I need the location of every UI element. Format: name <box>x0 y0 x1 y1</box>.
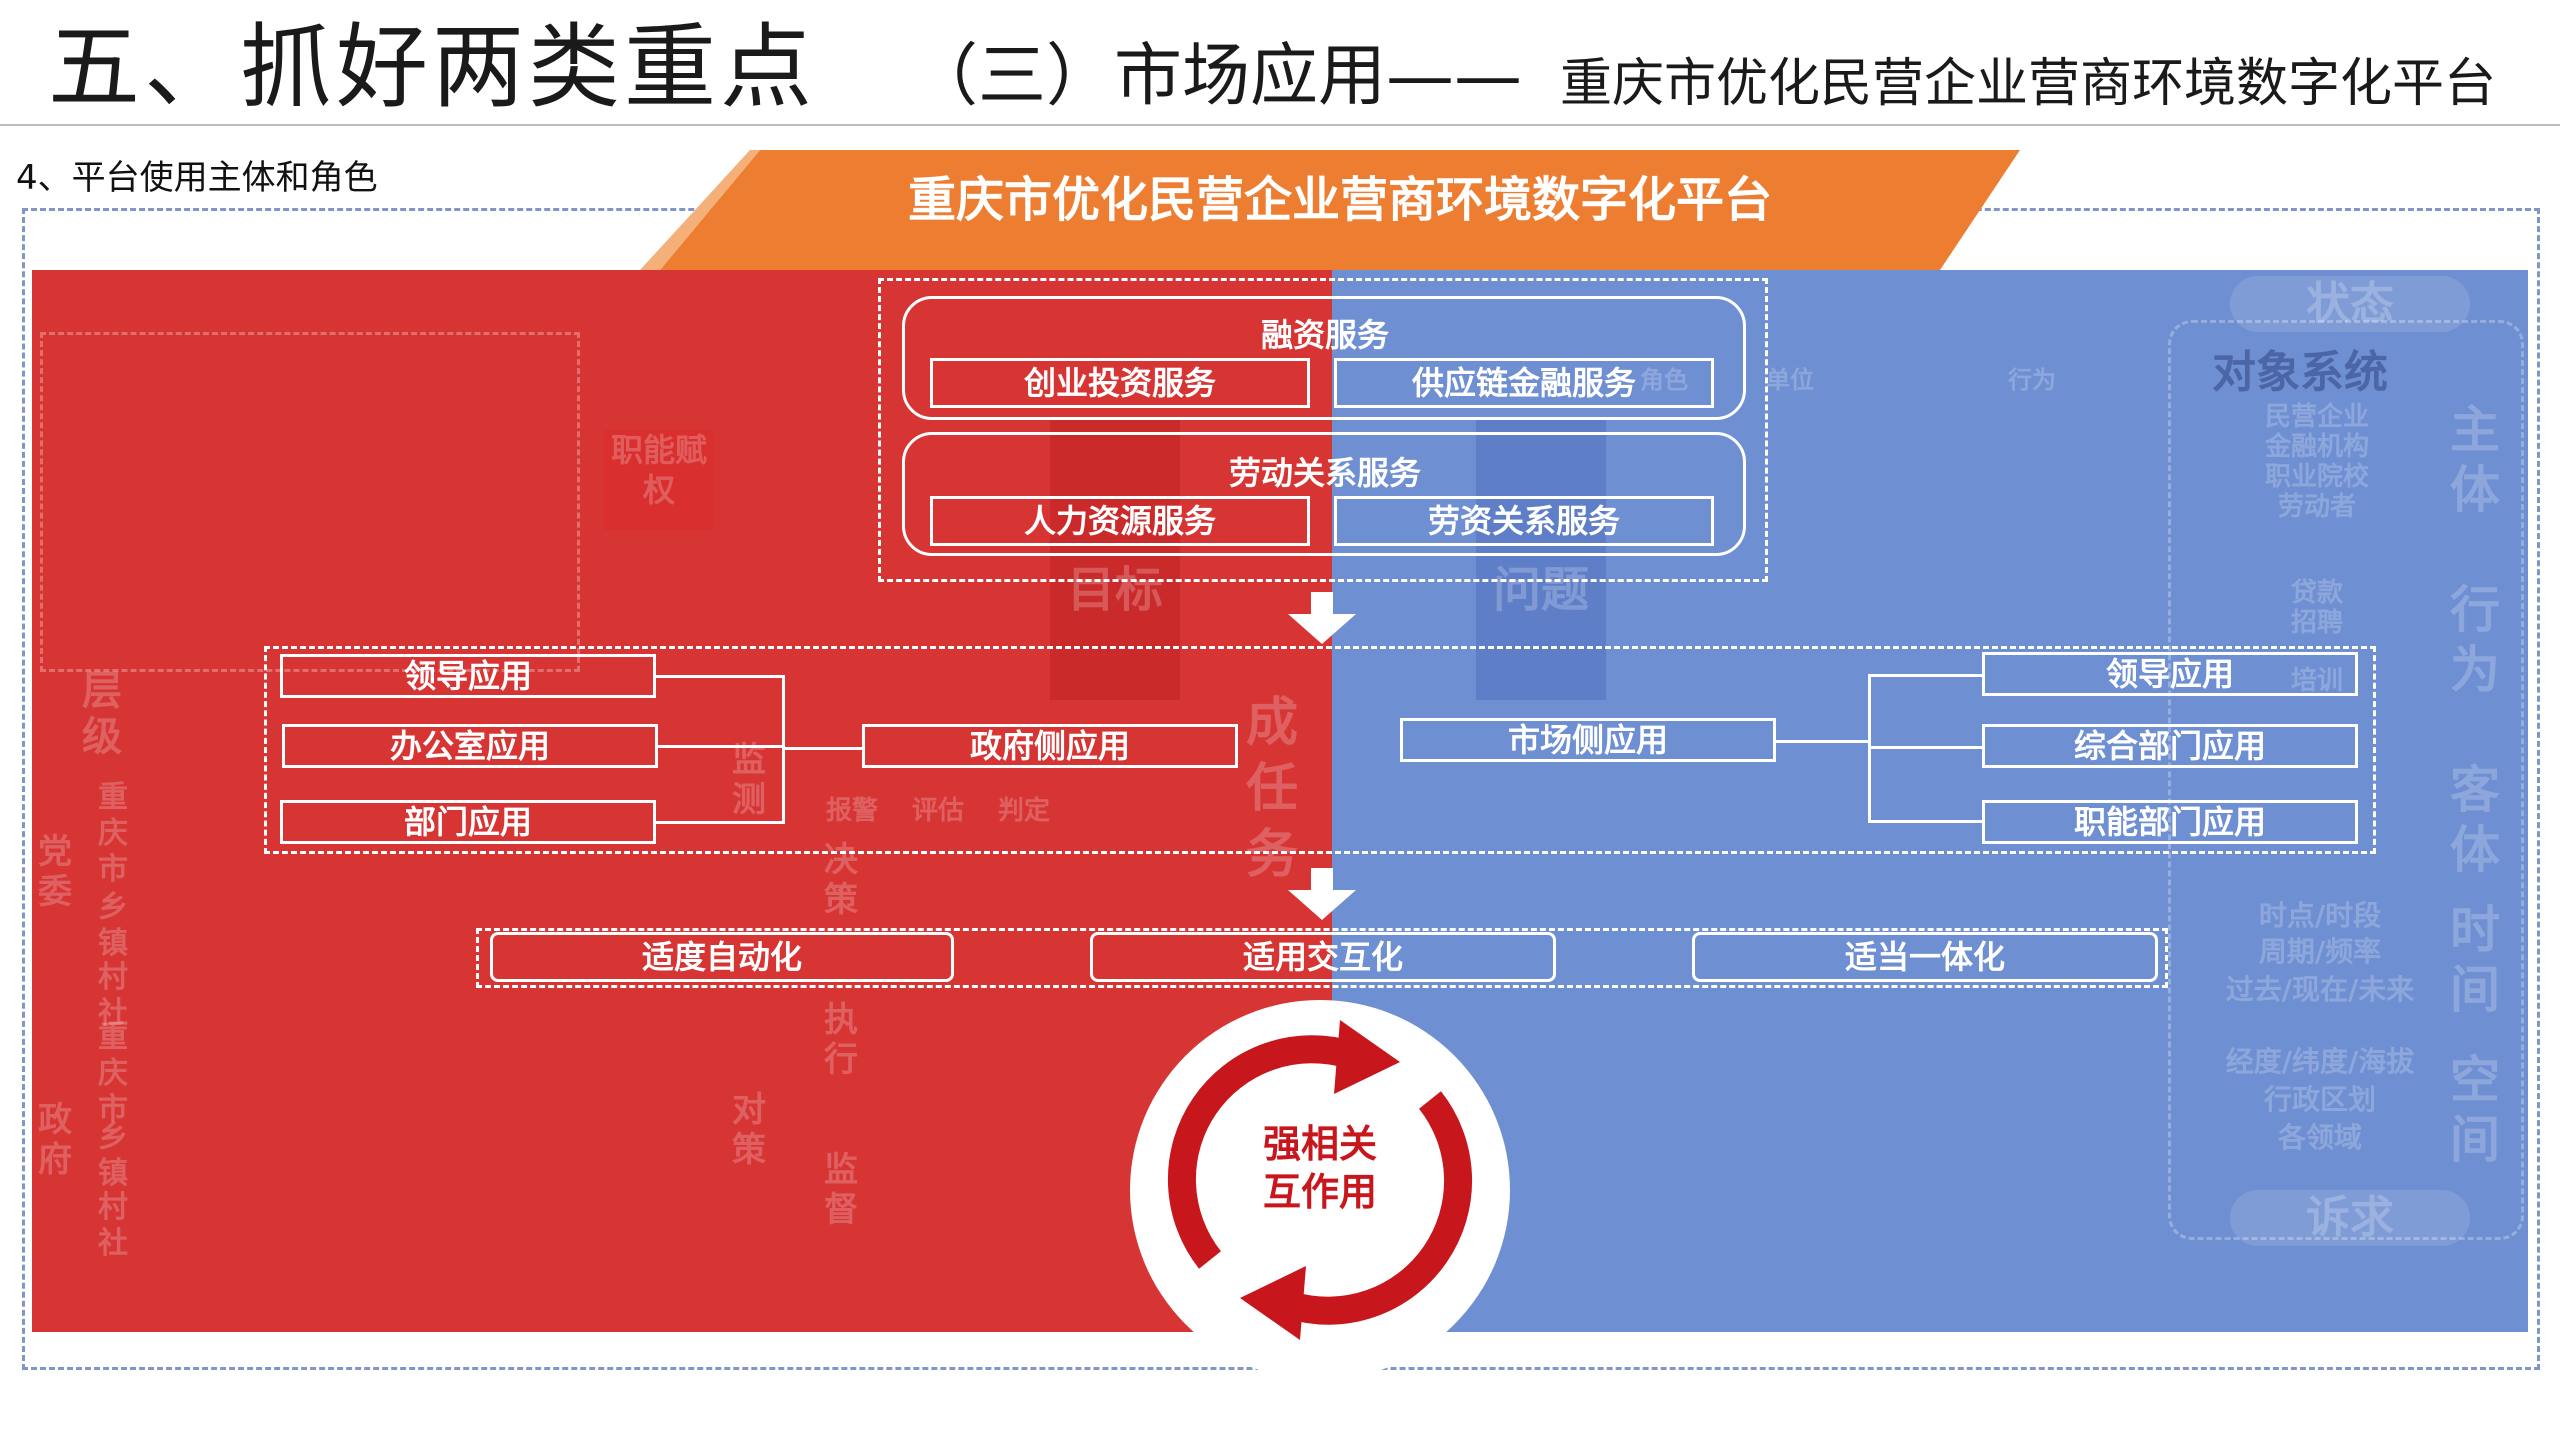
government-zone <box>32 270 1332 1332</box>
labor-service-group <box>902 432 1746 556</box>
faint-town-label-2: 乡镇 <box>98 1120 128 1191</box>
banner-shade-left <box>640 150 760 270</box>
faint-behavior-0: 贷款 <box>2290 578 2343 608</box>
cycle-arc-left <box>1167 1035 1355 1269</box>
strong-correlation-label: 强相关 互作用 <box>1262 1122 1377 1214</box>
finance-service-group <box>902 296 1746 420</box>
connector-line <box>1868 746 1982 749</box>
platform-banner <box>640 150 2020 270</box>
page-title: 五、抓好两类重点 <box>48 14 817 121</box>
cycle-arrowhead-bottom <box>1240 1266 1306 1340</box>
gov-office-app[interactable]: 办公室应用 <box>282 724 658 768</box>
faint-side-object: 客体 <box>2450 761 2500 879</box>
faint-judge: 判定 <box>998 796 1051 826</box>
labor-relations-service[interactable]: 劳资关系服务 <box>1334 496 1714 546</box>
faint-time-0: 时点/时段 <box>2258 899 2382 932</box>
supply-chain-finance-service[interactable]: 供应链金融服务 <box>1334 358 1714 408</box>
connector-line <box>782 747 862 750</box>
faint-city-label-2: 重庆市 <box>98 1020 128 1127</box>
cycle-arrowhead-top <box>1334 1020 1400 1094</box>
faint-side-subject: 主体 <box>2450 401 2500 519</box>
connector-line <box>656 821 784 824</box>
labor-service-label: 劳动关系服务 <box>1228 454 1421 492</box>
connector-line <box>656 675 784 678</box>
services-block <box>878 278 1768 582</box>
title-divider <box>0 124 2560 126</box>
faint-role-header: 角色 <box>1640 366 1688 394</box>
finance-service-label: 融资服务 <box>1260 316 1389 354</box>
faint-side-space: 空间 <box>2450 1051 2500 1169</box>
venture-capital-service[interactable]: 创业投资服务 <box>930 358 1310 408</box>
market-leader-app[interactable]: 领导应用 <box>1982 652 2358 696</box>
faint-gov-label: 政府 <box>38 1100 72 1180</box>
faint-appeal-header: 诉求 <box>2230 1190 2470 1246</box>
section-label: 4、平台使用主体和角色 <box>16 158 378 198</box>
banner-title: 重庆市优化民营企业营商环境数字化平台 <box>907 172 1772 228</box>
faint-evaluate: 评估 <box>912 796 965 826</box>
faint-problem-pillar: 问题 <box>1476 420 1606 700</box>
faint-village-label: 村社 <box>98 960 128 1031</box>
faint-alarm: 报警 <box>826 796 879 826</box>
faint-behavior-1: 招聘 <box>2290 608 2343 638</box>
principle-integration[interactable]: 适当一体化 <box>1692 932 2158 982</box>
applications-block <box>264 646 2376 854</box>
faint-subject-2: 职业院校 <box>2264 462 2369 492</box>
faint-task-pillar: 成任务 <box>1246 693 1299 885</box>
faint-object-system-frame <box>2168 320 2524 1240</box>
connector-line <box>1776 740 1870 743</box>
faint-object-system: 对象系统 <box>2212 347 2388 398</box>
page-subtitle: （三）市场应用—— <box>910 37 1523 116</box>
market-side-app[interactable]: 市场侧应用 <box>1400 718 1776 762</box>
cycle-arc-right <box>1285 1091 1473 1325</box>
principle-interaction[interactable]: 适用交互化 <box>1090 932 1556 982</box>
faint-decide: 决策 <box>824 840 858 920</box>
faint-countermeasure: 对策 <box>732 1090 766 1170</box>
faint-empowerment: 职能赋权 <box>604 430 714 530</box>
faint-space-1: 行政区划 <box>2263 1083 2376 1116</box>
banner-shape <box>660 150 2020 270</box>
faint-tier-label: 层级 <box>82 668 122 760</box>
gov-side-app[interactable]: 政府侧应用 <box>862 724 1238 768</box>
hr-service[interactable]: 人力资源服务 <box>930 496 1310 546</box>
faint-subject-1: 金融机构 <box>2264 432 2369 462</box>
faint-space-2: 各领域 <box>2277 1121 2362 1154</box>
faint-goal-pillar: 目标 <box>1050 420 1180 700</box>
faint-time-1: 周期/频率 <box>2258 935 2382 968</box>
faint-behavior-header: 行为 <box>2008 366 2056 394</box>
arrow-down-icon <box>1288 592 1356 644</box>
faint-space-0: 经度/纬度/海拔 <box>2225 1045 2415 1078</box>
gov-department-app[interactable]: 部门应用 <box>280 800 656 844</box>
cycle-arrows-icon <box>1167 1020 1473 1340</box>
faint-town-label: 乡镇 <box>98 890 128 961</box>
faint-subject-3: 劳动者 <box>2277 492 2356 522</box>
arrow-down-icon <box>1288 868 1356 920</box>
faint-party-screen <box>40 332 580 672</box>
faint-side-time: 时间 <box>2450 901 2500 1019</box>
connector-line <box>1868 674 1982 677</box>
faint-unit-header: 单位 <box>1766 366 1814 394</box>
connector-line <box>658 745 784 748</box>
page-subtitle-platform: 重庆市优化民营企业营商环境数字化平台 <box>1560 54 2497 114</box>
faint-state-header: 状态 <box>2230 276 2470 332</box>
faint-supervise: 监督 <box>824 1150 858 1230</box>
principles-block <box>476 928 2168 988</box>
faint-subject-0: 民营企业 <box>2264 402 2369 432</box>
connector-line <box>1868 820 1982 823</box>
faint-city-label: 重庆市 <box>98 780 128 887</box>
principle-automation[interactable]: 适度自动化 <box>490 932 954 982</box>
market-general-dept-app[interactable]: 综合部门应用 <box>1982 724 2358 768</box>
faint-party-label: 党委 <box>38 832 72 912</box>
faint-side-behavior: 行为 <box>2450 581 2500 699</box>
gov-leader-app[interactable]: 领导应用 <box>280 654 656 698</box>
faint-time-2: 过去/现在/未来 <box>2225 973 2415 1006</box>
faint-village-label-2: 村社 <box>98 1190 128 1261</box>
market-functional-dept-app[interactable]: 职能部门应用 <box>1982 800 2358 844</box>
faint-behavior-2: 培训 <box>2290 666 2343 696</box>
faint-execute: 执行 <box>824 1000 858 1080</box>
